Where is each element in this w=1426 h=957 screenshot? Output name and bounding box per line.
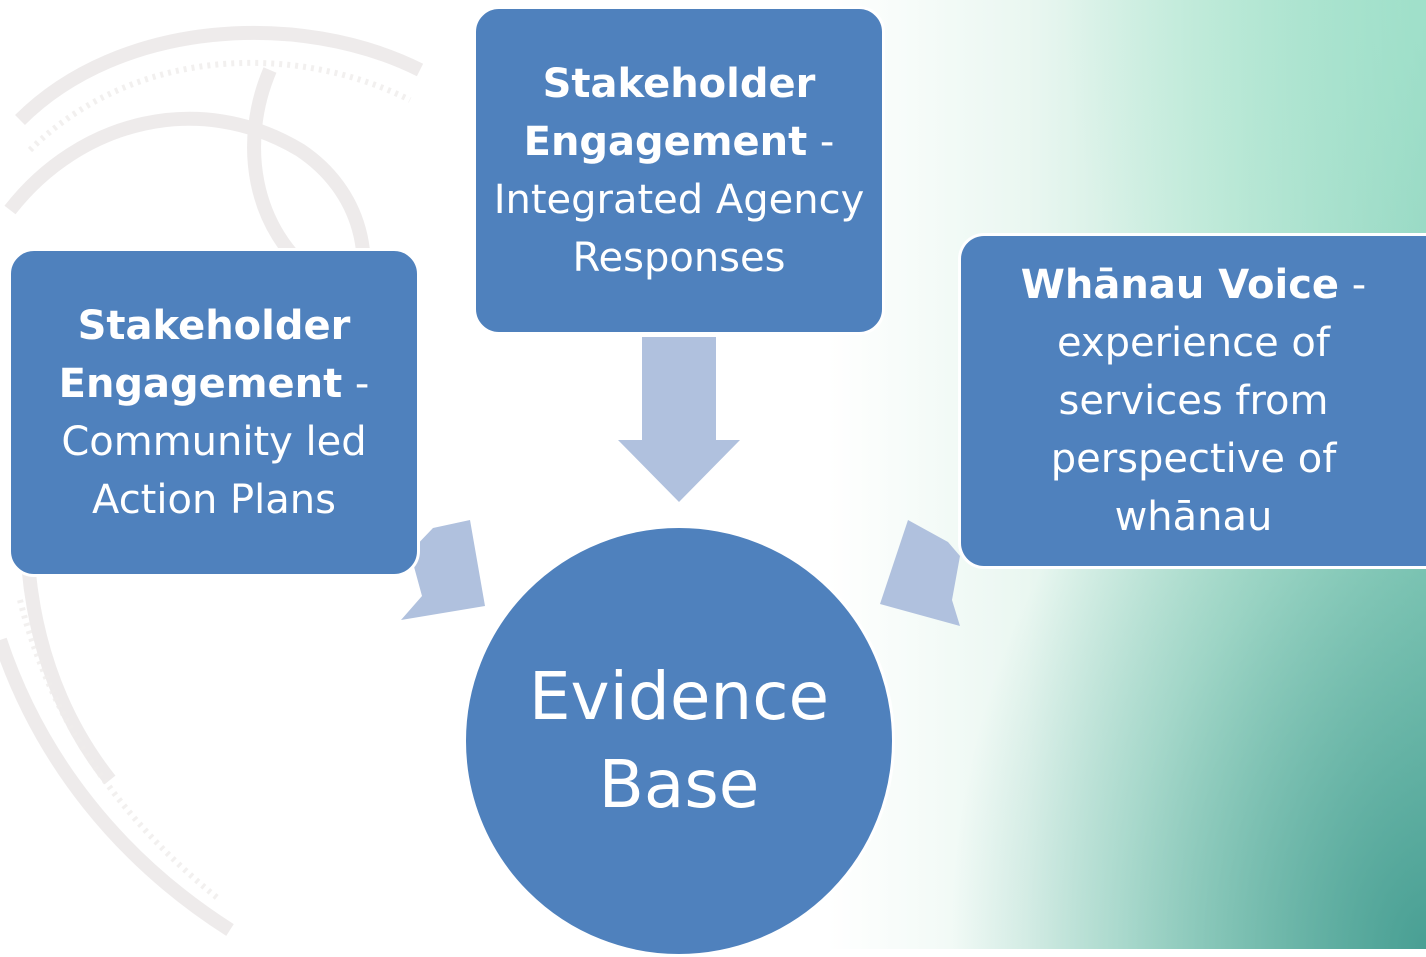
box-separator: - <box>807 118 835 165</box>
stakeholder-engagement-integrated-box: Stakeholder Engagement - Integrated Agen… <box>473 6 885 335</box>
box-body: Integrated Agency Responses <box>493 176 865 281</box>
down-arrow-icon <box>618 337 740 502</box>
center-line-2: Base <box>598 746 760 823</box>
whanau-voice-box: Whānau Voice - experience of services fr… <box>958 233 1426 569</box>
box-body: experience of services from perspective … <box>1050 320 1337 540</box>
right-arrow-icon <box>880 520 960 626</box>
box-body: Community led Action Plans <box>61 418 367 523</box>
center-line-1: Evidence <box>528 658 830 735</box>
box-heading: Stakeholder Engagement <box>523 60 816 165</box>
box-heading: Stakeholder Engagement <box>58 302 351 407</box>
box-heading: Whānau Voice <box>1020 262 1340 308</box>
box-separator: - <box>342 360 370 407</box>
box-separator: - <box>1339 262 1367 308</box>
left-arrow-icon <box>401 520 485 620</box>
evidence-base-circle: Evidence Base <box>463 525 895 957</box>
stakeholder-engagement-community-box: Stakeholder Engagement - Community led A… <box>8 248 420 577</box>
